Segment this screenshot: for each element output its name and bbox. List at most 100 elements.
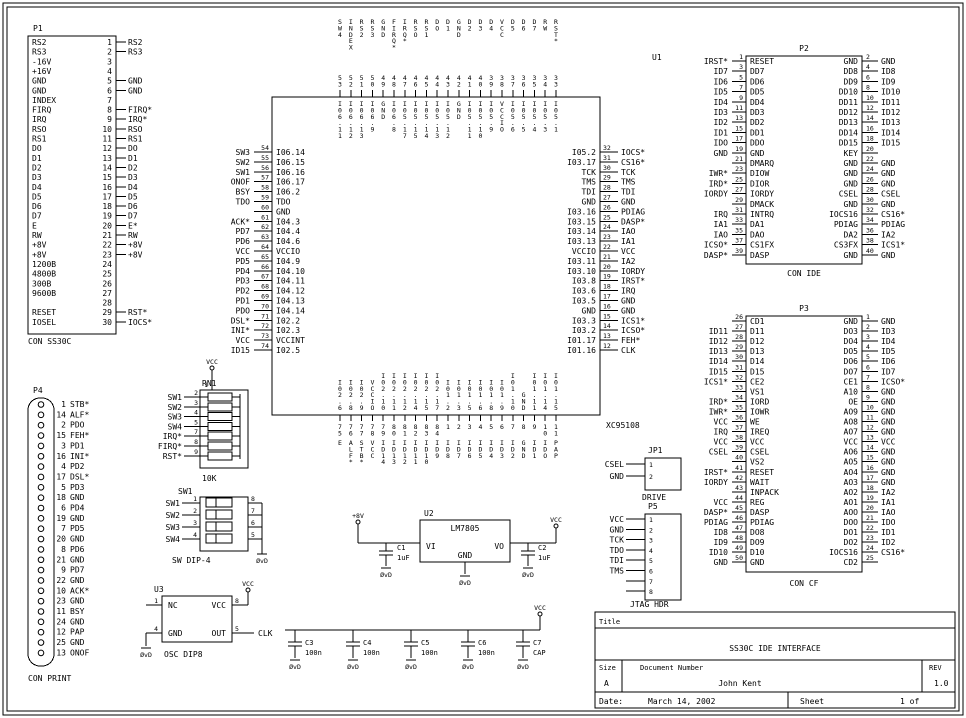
p3-ext-net-right: ICSO* xyxy=(881,377,905,386)
ground-label: ØvD xyxy=(405,663,417,671)
p3-pin-name-left: WE xyxy=(750,418,760,427)
p2-pin-name-left: DD3 xyxy=(750,108,765,117)
p1-pin-name: GND xyxy=(32,77,47,86)
u1-left-pin-number: 64 xyxy=(261,243,269,251)
resistor-body xyxy=(207,431,233,441)
p2-pin-number-left: 31 xyxy=(735,206,743,214)
p3-ext-net-right: GND xyxy=(881,317,896,326)
p3-ext-net-right: ID2 xyxy=(881,538,896,547)
rn1-pin-number: 5 xyxy=(194,418,198,426)
p3-pin-number-left: 27 xyxy=(735,323,743,331)
sw1-net-label: SW2 xyxy=(166,511,181,520)
power-label: VCC xyxy=(242,580,254,588)
p4-pin-number: 12 xyxy=(56,628,66,637)
p4-pin-number: 3 xyxy=(61,441,66,450)
p2-ext-net-right: CSEL xyxy=(881,190,900,199)
p1-pin-name: +8V xyxy=(32,241,47,250)
p4-pin-circle xyxy=(37,628,45,636)
p2-pin-number-left: 17 xyxy=(735,135,743,143)
power-symbol xyxy=(209,365,215,371)
u1-left-ext-net: PD2 xyxy=(236,287,251,296)
p3-ext-net-left: ID14 xyxy=(709,357,728,366)
p4-net-label: STB* xyxy=(70,400,89,409)
u1-left-pin-number: 65 xyxy=(261,253,269,261)
u1-right-ext-net: GND xyxy=(621,198,636,207)
u1-left-pin-name: VCCINT xyxy=(276,336,305,345)
date-value: March 14, 2002 xyxy=(648,697,716,706)
p2-pin-name-right: GND xyxy=(844,200,859,209)
u1-right-pin-number: 30 xyxy=(603,164,611,172)
p3-ext-net-right: IA1 xyxy=(881,498,896,507)
p2-pin-number-right: 16 xyxy=(866,124,874,132)
sw1-pin-right: 6 xyxy=(251,519,255,527)
p3-pin-number-right: 22 xyxy=(866,524,874,532)
p4-pin-number: 19 xyxy=(56,514,66,523)
resistor-body xyxy=(207,402,233,412)
p4-pin-circle xyxy=(37,515,45,522)
u1-left-pin-name: I06.15 xyxy=(276,158,305,167)
u1-bottom-pin-number: 3 xyxy=(468,423,472,431)
p2-pin-name-right: DD10 xyxy=(839,88,858,97)
u1-left-pin-number: 60 xyxy=(261,203,269,211)
p3-caption: CON CF xyxy=(790,579,819,588)
p2-pin-name-left: DDO xyxy=(750,139,765,148)
power-label: +8V xyxy=(352,512,364,520)
p3-pin-number-left: 41 xyxy=(735,464,743,472)
p4-pin-circle xyxy=(37,473,45,481)
p3-pin-number-left: 34 xyxy=(735,393,743,401)
p4-net-label: PD1 xyxy=(70,441,85,450)
clk-net-label: CLK xyxy=(258,629,273,638)
p3-pin-name-right: AO8 xyxy=(844,418,859,427)
p4-net-label: GND xyxy=(70,535,85,544)
p2-pin-number-right: 30 xyxy=(866,196,874,204)
p3-ext-net-left: VCC xyxy=(714,498,729,507)
p2-pin-name-right: GND xyxy=(844,57,859,66)
p1-pin-number: 3 xyxy=(107,57,112,66)
p2-ext-net-left: IRST* xyxy=(704,57,728,66)
u1-left-pin-number: 74 xyxy=(261,342,269,350)
rev-label: REV xyxy=(929,664,942,672)
p4-pin-number: 24 xyxy=(56,617,66,626)
p1-pin-name: D2 xyxy=(32,163,42,172)
p1-pin-name: RW xyxy=(32,231,42,240)
rn1-pin-number: 9 xyxy=(194,448,198,456)
p2-ext-net-left: GND xyxy=(714,149,729,158)
p3-pin-number-right: 4 xyxy=(866,343,870,351)
u1-left-ext-net: ACK* xyxy=(231,217,250,226)
u1-right-pin-number: 23 xyxy=(603,233,611,241)
p2-pin-name-left: IORDY xyxy=(750,190,774,199)
p5-net-label: TDI xyxy=(610,556,625,565)
p4-pin-number: 23 xyxy=(56,597,66,606)
u1-right-pin-name: I03.8 xyxy=(572,277,596,286)
p1-pin-number: 18 xyxy=(102,202,112,211)
p4-pin-circle xyxy=(37,556,45,564)
p2-pin-name-left: DD4 xyxy=(750,98,765,107)
p3-pin-name-left: D11 xyxy=(750,327,765,336)
u1-right-pin-name: I03.17 xyxy=(567,158,596,167)
p5-caption: JTAG HDR xyxy=(630,600,669,609)
p2-pin-name-right: GND xyxy=(844,179,859,188)
p2-ext-net-right: CS16* xyxy=(881,210,905,219)
p3-pin-number-left: 43 xyxy=(735,484,743,492)
p2-pin-number-left: 35 xyxy=(735,226,743,234)
p2-ext-net-left: ID2 xyxy=(714,118,729,127)
p1-pin-name: RSO xyxy=(32,125,47,134)
p2-pin-number-left: 9 xyxy=(739,94,743,102)
p3-pin-name-left: D12 xyxy=(750,337,765,346)
p3-pin-number-right: 23 xyxy=(866,534,874,542)
p4-pin-circle xyxy=(37,504,45,512)
p2-ref: P2 xyxy=(799,44,809,53)
p3-pin-number-right: 20 xyxy=(866,504,874,512)
jp1-net-label: CSEL xyxy=(605,460,624,469)
p3-ext-net-right: GND xyxy=(881,448,896,457)
